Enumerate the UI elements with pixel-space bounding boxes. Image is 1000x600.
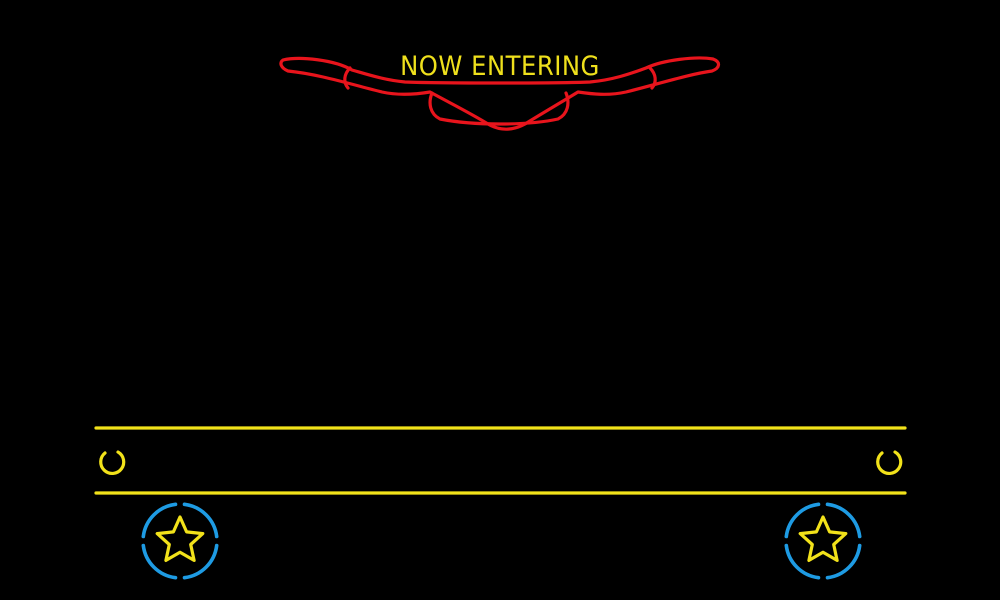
right-star-badge <box>784 502 862 580</box>
banner-frame <box>94 426 907 495</box>
headline-text: NOW ENTERING <box>400 51 600 82</box>
banner-right-ring-icon <box>876 450 903 476</box>
banner-left-ring-icon <box>99 450 126 476</box>
left-star-ring-icon <box>141 502 219 580</box>
right-star-ring-icon <box>784 502 862 580</box>
star-icon <box>798 515 848 562</box>
longhorn-horns-icon <box>279 56 721 131</box>
left-star-badge <box>141 502 219 580</box>
star-icon <box>155 515 205 562</box>
